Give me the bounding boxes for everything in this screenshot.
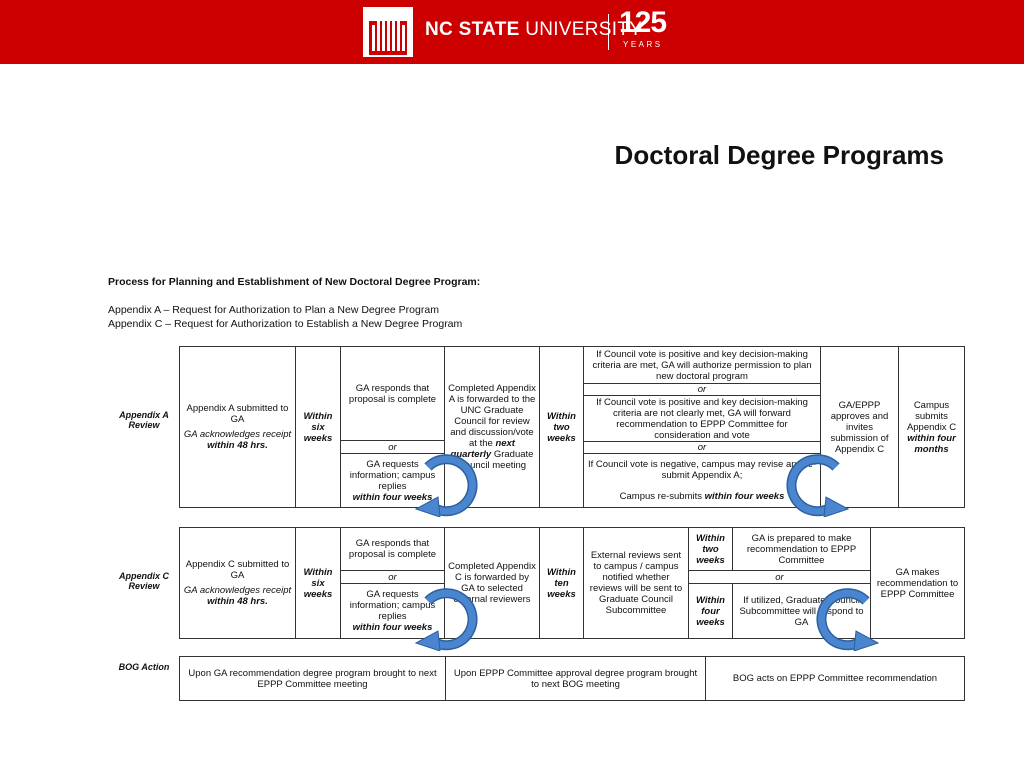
- cycle-arrow-icon: [816, 588, 880, 651]
- cell-c-or-1: or: [340, 570, 445, 584]
- slide-title: Doctoral Degree Programs: [614, 140, 944, 170]
- cell-c-ga-prepared: GA is prepared to make recommendation to…: [732, 527, 871, 571]
- row-label-bog-action: BOG Action: [118, 662, 170, 672]
- cycle-arrow-icon: [414, 454, 478, 517]
- cell-a-completed-forwarded: Completed Appendix A is forwarded to the…: [444, 346, 540, 508]
- cell-c-within-two-weeks: Within two weeks: [688, 527, 733, 571]
- university-wordmark: NC STATE UNIVERSITY: [425, 19, 643, 40]
- cell-bog-eppp-approval: Upon EPPP Committee approval degree prog…: [445, 656, 706, 701]
- cycle-arrow-icon: [786, 454, 850, 517]
- cell-bog-ga-recommendation: Upon GA recommendation degree program br…: [179, 656, 446, 701]
- cell-a-ga-responds: GA responds that proposal is complete: [340, 346, 445, 441]
- nc-state-belltower-logo: [363, 7, 413, 57]
- cell-bog-acts: BOG acts on EPPP Committee recommendatio…: [705, 656, 965, 701]
- cell-c-or-2: or: [688, 570, 871, 584]
- appendix-a-description: Appendix A – Request for Authorization t…: [108, 304, 439, 316]
- anniversary-number: 125: [619, 6, 667, 39]
- cell-c-ga-makes-recommendation: GA makes recommendation to EPPP Committe…: [870, 527, 965, 639]
- cell-a-campus-submits: Campus submits Appendix C within four mo…: [898, 346, 965, 508]
- cell-c-within-four-weeks: Within four weeks: [688, 583, 733, 639]
- header-banner: NC STATE UNIVERSITY 125 YEARS: [0, 0, 1024, 64]
- cell-c-within-ten-weeks: Within ten weeks: [539, 527, 584, 639]
- wordmark-divider: [608, 14, 609, 50]
- appendix-c-description: Appendix C – Request for Authorization t…: [108, 318, 463, 330]
- process-heading: Process for Planning and Establishment o…: [108, 276, 481, 288]
- cell-a-within-six-weeks: Within six weeks: [295, 346, 341, 508]
- cycle-arrow-icon: [414, 588, 478, 651]
- cell-a-vote-positive-not-met: If Council vote is positive and key deci…: [583, 395, 821, 442]
- cell-a-vote-positive-met: If Council vote is positive and key deci…: [583, 346, 821, 384]
- row-label-appendix-a: Appendix A Review: [119, 410, 169, 430]
- cell-c-within-six-weeks: Within six weeks: [295, 527, 341, 639]
- anniversary-word: YEARS: [623, 40, 663, 49]
- cell-a-within-two-weeks: Within two weeks: [539, 346, 584, 508]
- cell-c-external-reviews: External reviews sent to campus / campus…: [583, 527, 689, 639]
- row-label-appendix-c: Appendix C Review: [118, 571, 169, 591]
- cell-c-ga-responds: GA responds that proposal is complete: [340, 527, 445, 571]
